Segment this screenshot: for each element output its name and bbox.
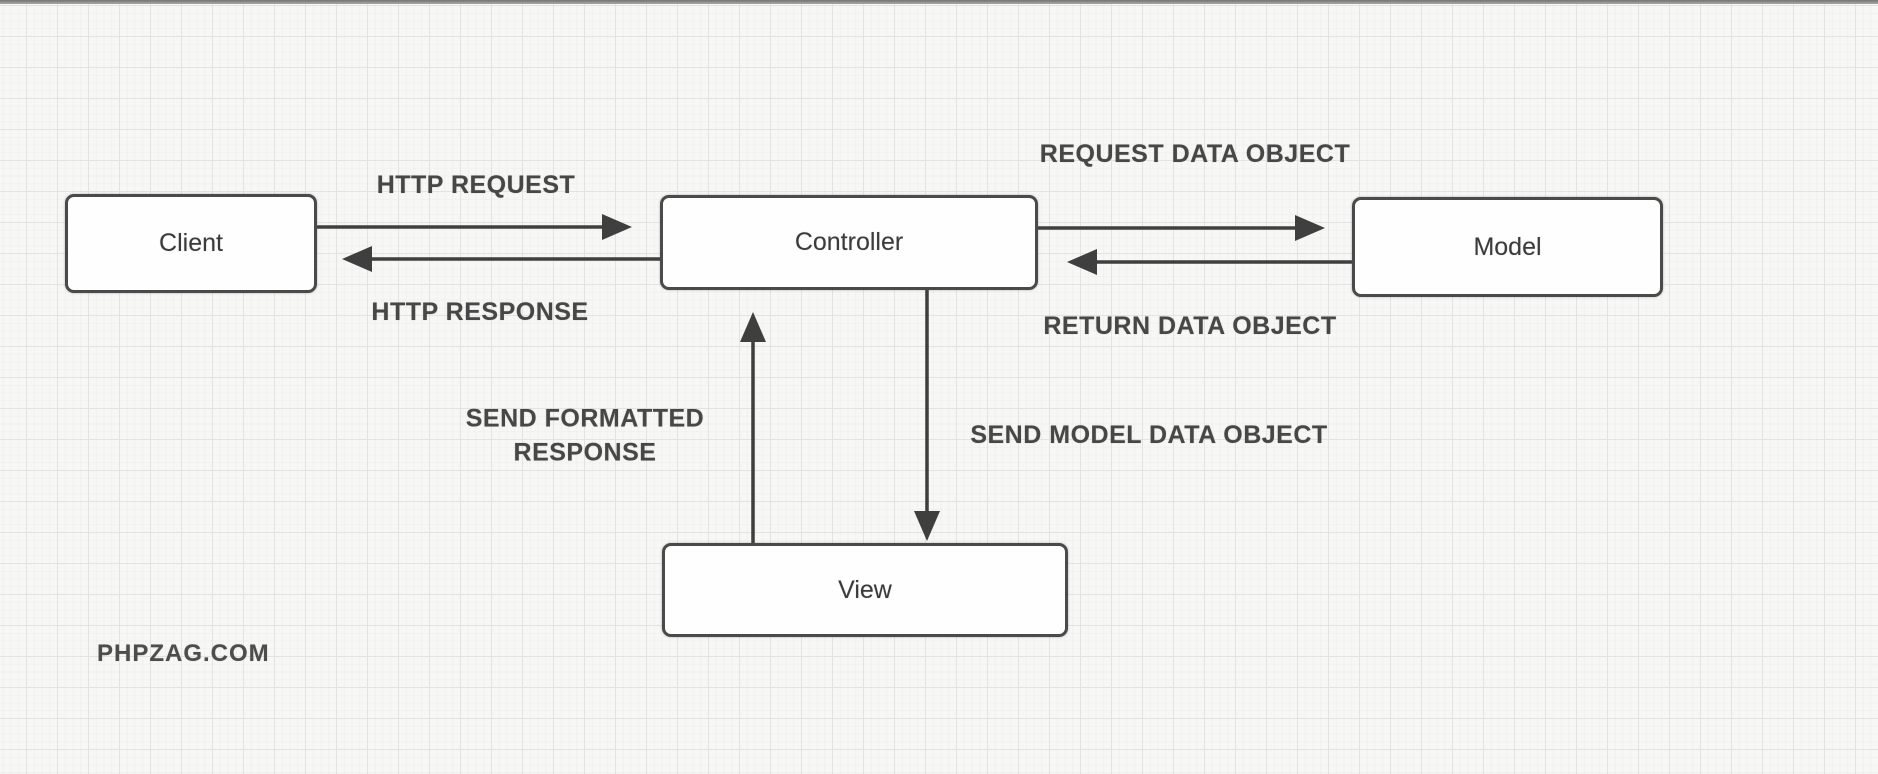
arrow-send-model-data-object xyxy=(914,290,940,541)
edge-label-http-request: HTTP REQUEST xyxy=(376,171,576,200)
node-view: View xyxy=(662,543,1068,637)
node-controller: Controller xyxy=(660,195,1038,290)
node-controller-label: Controller xyxy=(794,228,904,256)
top-edge-bar xyxy=(0,0,1878,4)
arrow-http-response xyxy=(342,246,660,272)
edge-label-request-data-object: REQUEST DATA OBJECT xyxy=(1039,140,1351,169)
arrow-http-request xyxy=(317,214,632,240)
arrow-request-data-object xyxy=(1038,215,1325,241)
watermark-text: PHPZAG.COM xyxy=(97,640,270,667)
node-model: Model xyxy=(1352,197,1663,297)
arrow-return-data-object xyxy=(1067,249,1352,275)
node-model-label: Model xyxy=(1473,232,1542,261)
node-client: Client xyxy=(65,194,317,293)
edge-label-send-formatted-response: SEND FORMATTED RESPONSE xyxy=(465,404,705,466)
edge-label-http-response: HTTP RESPONSE xyxy=(371,298,589,327)
node-view-label: View xyxy=(838,575,892,604)
edge-label-return-data-object: RETURN DATA OBJECT xyxy=(1043,312,1337,341)
arrow-send-formatted-response xyxy=(740,312,766,543)
node-client-label: Client xyxy=(159,229,223,257)
edge-label-send-model-data-object: SEND MODEL DATA OBJECT xyxy=(970,421,1328,450)
